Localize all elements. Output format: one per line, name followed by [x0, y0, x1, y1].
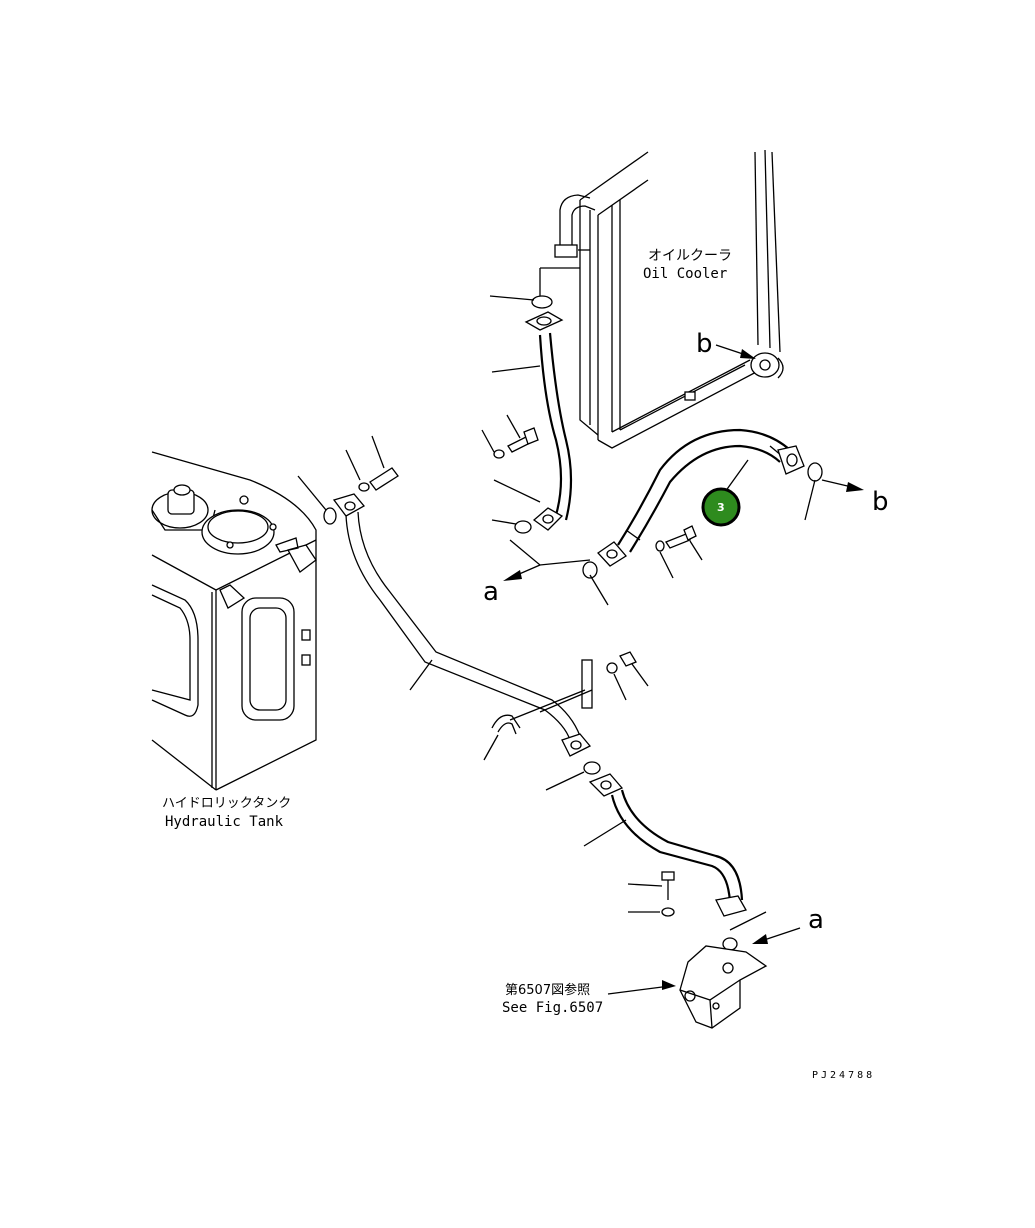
valve-block: a 第6507図参照 See Fig.6507	[502, 905, 824, 1029]
reference-b-top: b	[696, 329, 713, 359]
hydraulic-tank: ハイドロリックタンク Hydraulic Tank	[151, 451, 317, 830]
callout-number: 3	[717, 501, 725, 514]
drawing-code: PJ24788	[812, 1070, 875, 1081]
callout-3[interactable]: 3	[701, 487, 741, 527]
oil-cooler-label-jp: オイルクーラ	[648, 248, 732, 264]
reference-a-left: a	[483, 577, 499, 607]
reference-b-right: b	[872, 487, 889, 517]
inlet-hose-assembly	[481, 267, 580, 534]
arrow-head-icon	[662, 980, 676, 990]
arrow-head-icon	[846, 482, 864, 492]
arrow-head-icon	[503, 570, 522, 581]
hydraulic-tank-label-en: Hydraulic Tank	[165, 814, 284, 830]
oil-cooler: オイルクーラ Oil Cooler b	[554, 149, 784, 449]
hydraulic-tank-label-jp: ハイドロリックタンク	[162, 796, 291, 811]
reference-a-left-group: a	[483, 539, 609, 607]
gasket	[531, 295, 553, 309]
return-pipe	[297, 435, 649, 791]
arrow-head-icon	[740, 349, 756, 359]
see-fig-label-jp: 第6507図参照	[505, 982, 590, 998]
see-fig-label-en: See Fig.6507	[502, 1000, 603, 1016]
oil-cooler-label-en: Oil Cooler	[643, 266, 727, 282]
reference-a-bottom: a	[808, 905, 824, 935]
arrow-head-icon	[752, 934, 768, 944]
hose-part-3: b	[597, 428, 889, 579]
lower-hose	[583, 773, 747, 917]
